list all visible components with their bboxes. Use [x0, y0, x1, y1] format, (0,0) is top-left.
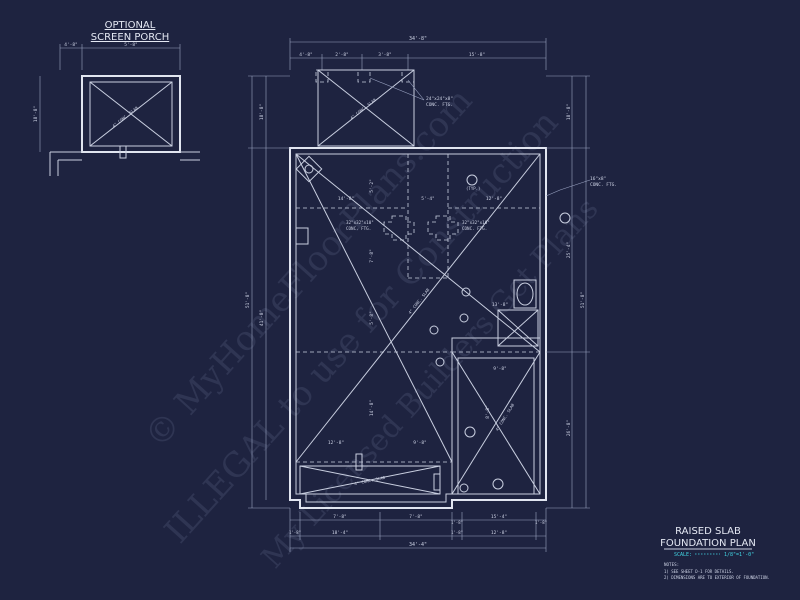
room-dim-9: 9'-8" — [413, 440, 427, 446]
slab-note-4: 4" CONC. SLAB — [354, 475, 386, 487]
room-dim-5: 7'-8" — [369, 249, 375, 263]
bottom-dim-2-d: 12'-8" — [491, 530, 507, 536]
porch-dim-side: 18'-8" — [33, 106, 39, 122]
room-dim-2: 5'-2" — [369, 179, 375, 193]
room-dim-3: 5'-4" — [421, 196, 435, 202]
overall-bottom-dimension: 34'-4" — [409, 542, 427, 548]
right-dim-4: 26'-8" — [566, 420, 572, 436]
bottom-dim-2-a: 1'-8" — [289, 530, 301, 535]
porch-dim-left: 4'-8" — [64, 42, 78, 48]
bottom-dim-2-b: 18'-4" — [332, 530, 348, 536]
scale-value: 1/8"=1'-0" — [724, 552, 754, 558]
room-dim-7: 14'-8" — [369, 400, 375, 416]
title-line-2: FOUNDATION PLAN — [660, 538, 756, 549]
room-dim-8: 12'-8" — [328, 440, 344, 446]
slab-note-3: 4" CONC. SLAB — [494, 402, 515, 432]
title-line-1: RAISED SLAB — [675, 526, 741, 537]
porch-title-line-2: SCREEN PORCH — [91, 32, 169, 43]
right-dim-1: 18'-8" — [566, 104, 572, 120]
slab-note-1: 4" CONC. SLAB — [349, 97, 377, 121]
top-dim-1: 4'-8" — [299, 52, 313, 58]
footing-32-left-line-1: 32"x32"x10" — [346, 220, 374, 225]
bottom-dim-1-d: 15'-4" — [491, 514, 507, 520]
notes-heading: NOTES: — [664, 562, 679, 567]
room-dim-10: 13'-8" — [492, 302, 508, 308]
bottom-dim-1-c: 1'-8" — [451, 520, 463, 525]
top-dim-4: 15'-8" — [469, 52, 485, 58]
overall-top-dimension: 34'-8" — [409, 36, 427, 42]
room-dim-1: 14'-8" — [338, 196, 354, 202]
footing-16-line-2: CONC. FTG. — [590, 182, 617, 188]
screen-porch-detail: OPTIONAL SCREEN PORCH 4'-8" 5'-8" 18'-8"… — [33, 20, 200, 176]
scale-label: SCALE: — [674, 552, 692, 558]
left-dim-1: 18'-8" — [259, 104, 265, 120]
watermark: © MyHomeFloorPlans.com ILLEGAL to use fo… — [137, 81, 605, 576]
top-dim-2: 2'-8" — [335, 52, 349, 58]
footing-16-line-1: 16"x8" — [590, 176, 606, 182]
left-dim-2: 41'-8" — [259, 310, 265, 326]
footing-32-right-line-2: CONC. FTG. — [462, 226, 487, 231]
bottom-dim-1-e: 1'-8" — [535, 520, 547, 525]
footing-24-line-1: 24"x24"x8" — [426, 96, 453, 102]
left-dim-3: 51'-8" — [245, 292, 251, 308]
note-1: 1) SEE SHEET D-1 FOR DETAILS. — [664, 569, 734, 574]
title-block: RAISED SLAB FOUNDATION PLAN SCALE: 1/8"=… — [660, 526, 770, 580]
bottom-dim-1-b: 7'-8" — [409, 514, 423, 520]
right-dim-2: 25'-4" — [566, 242, 572, 258]
room-dim-12: 8'-8" — [485, 405, 491, 419]
typ-label: (TYP.) — [466, 186, 480, 191]
right-dim-3: 51'-8" — [580, 292, 586, 308]
room-dim-4: 12'-8" — [486, 196, 502, 202]
footing-24-line-2: CONC. FTG. — [426, 102, 453, 108]
main-foundation-plan: 34'-8" 4'-8" 2'-8" 3'-8" 15'-8" 24"x24"x… — [245, 36, 617, 552]
bottom-dim-1-a: 7'-8" — [333, 514, 347, 520]
footing-32-left-line-2: CONC. FTG. — [346, 226, 371, 231]
room-dim-11: 9'-8" — [493, 366, 507, 372]
bottom-dim-2-c: 1'-8" — [451, 530, 463, 535]
room-dim-6: 5'-8" — [369, 311, 375, 325]
note-2: 2) DIMENSIONS ARE TO EXTERIOR OF FOUNDAT… — [664, 575, 770, 580]
porch-title-line-1: OPTIONAL — [105, 20, 156, 31]
footing-32-right-line-1: 32"x32"x10" — [462, 220, 490, 225]
top-dim-3: 3'-8" — [378, 52, 392, 58]
porch-dim-center: 5'-8" — [124, 42, 138, 48]
